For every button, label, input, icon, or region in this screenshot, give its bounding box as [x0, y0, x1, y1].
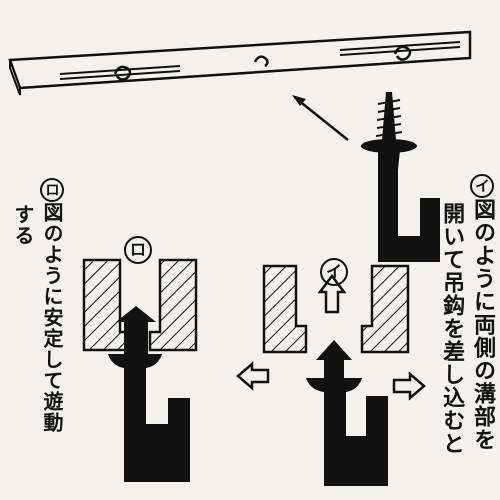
left-text-line1: 図のように安定して遊動 [40, 202, 64, 433]
circle-i: イ [470, 174, 494, 198]
mark-ro: ロ [124, 236, 152, 264]
diagram-ro [82, 258, 198, 482]
screw-hook-top [361, 92, 440, 262]
diagram-i [236, 264, 426, 486]
pointer-arrow [292, 95, 349, 141]
left-text-col1: ロ図のように安定して遊動 [40, 178, 64, 433]
circle-ro: ロ [40, 178, 64, 202]
right-text-col1: イ図のように両側の溝部を [470, 174, 495, 451]
left-text-line2: する [11, 204, 35, 246]
left-text-col2: する [11, 204, 35, 246]
rail-board [8, 30, 472, 96]
right-text-col2: 開いて吊鈎を差し込むと [439, 202, 465, 455]
right-text-line2: 開いて吊鈎を差し込むと [439, 202, 465, 455]
right-text-line1: 図のように両側の溝部を [470, 198, 495, 451]
mark-i: イ [320, 258, 348, 286]
